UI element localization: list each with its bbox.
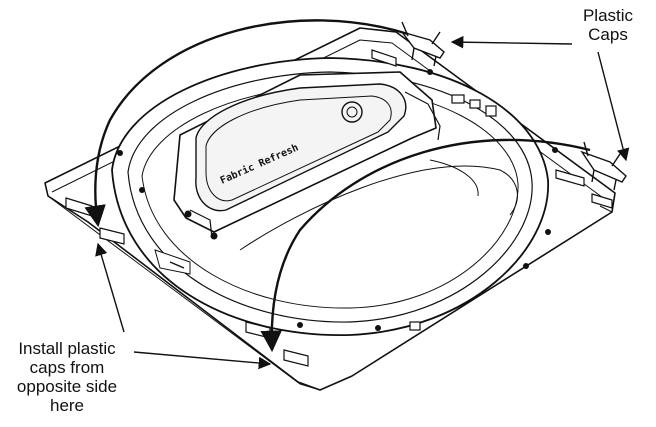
arc-arrow-right bbox=[260, 138, 591, 353]
install-instruction-line-1: Install plastic bbox=[18, 339, 116, 358]
plastic-caps-label: Plastic Caps bbox=[560, 6, 656, 44]
install-instruction-line-3: opposite side bbox=[16, 377, 118, 396]
arc-arrow-left bbox=[84, 19, 409, 228]
install-instruction-line-2: caps from bbox=[29, 358, 105, 377]
plastic-cap-top bbox=[400, 21, 445, 67]
plastic-caps-label-line-1: Plastic bbox=[582, 6, 634, 25]
screw-holes bbox=[117, 69, 558, 331]
leader-caps-top bbox=[450, 35, 573, 49]
plastic-caps-label-line-2: Caps bbox=[588, 25, 628, 44]
hinge-clips bbox=[409, 94, 497, 331]
dispenser-housing bbox=[173, 71, 441, 240]
lid-details bbox=[154, 159, 518, 275]
install-instruction-line-4: here bbox=[49, 396, 85, 415]
leader-install-upper bbox=[95, 242, 125, 333]
motion-arrows bbox=[84, 19, 591, 353]
leader-lines bbox=[95, 35, 630, 370]
install-instruction-label: Install plastic caps from opposite side … bbox=[0, 339, 134, 415]
leader-install-lower bbox=[133, 351, 272, 370]
leader-caps-right bbox=[597, 51, 630, 162]
